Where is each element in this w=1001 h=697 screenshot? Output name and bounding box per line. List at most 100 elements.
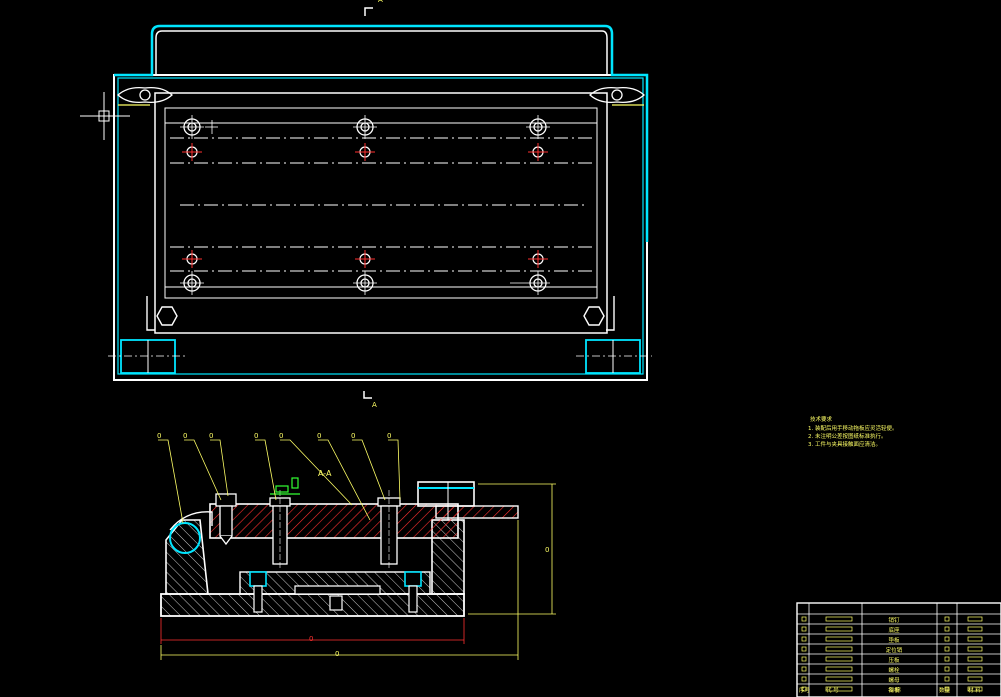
title-block-footer: 序号 代 号 名 称 数量 材 料 xyxy=(799,686,981,694)
title-block-row-material xyxy=(967,676,983,682)
dim-height-value: 0 xyxy=(545,546,549,554)
svg-text:0: 0 xyxy=(351,432,355,440)
title-block-row-material xyxy=(967,636,983,642)
title-block-row-name: 压板 xyxy=(888,656,900,664)
title-block-row-name: 垫板 xyxy=(888,636,900,644)
section-left-body xyxy=(165,519,209,595)
foot-blocks xyxy=(108,339,652,374)
slot-key xyxy=(329,595,343,611)
rail-centerlines xyxy=(170,137,592,272)
section-pin-right xyxy=(377,490,401,570)
title-block-row-index xyxy=(801,656,807,662)
svg-text:0: 0 xyxy=(209,432,213,440)
bolt-hole-centers xyxy=(180,115,550,295)
title-block-row-index xyxy=(801,686,807,692)
title-block-row-name: 钢板 xyxy=(888,686,900,694)
section-base xyxy=(160,593,465,617)
title-block-row-name: 底座 xyxy=(888,626,900,634)
title-block-row-qty xyxy=(944,636,950,642)
section-clamp-arm xyxy=(435,505,519,519)
plan-view: A A xyxy=(80,0,652,409)
leader-lines xyxy=(158,439,401,524)
svg-text:A: A xyxy=(378,0,383,4)
title-block-row-material xyxy=(967,666,983,672)
title-block-row-qty xyxy=(944,666,950,672)
title-block-row-code xyxy=(825,686,853,692)
title-block-row-code xyxy=(825,666,853,672)
svg-text:0: 0 xyxy=(279,432,283,440)
clamp-body-highlight xyxy=(114,24,649,242)
crosshair-cursor-icon xyxy=(80,92,130,140)
section-title: A-A xyxy=(318,469,332,478)
svg-text:代 号: 代 号 xyxy=(826,686,839,694)
technical-notes: 技术要求 1. 装配后用手移动拖板应灵活轻便。 2. 未注明公差按图纸标准执行。… xyxy=(808,415,898,448)
title-block-row-name: 销钉 xyxy=(888,616,900,624)
title-block-row-code xyxy=(825,636,853,642)
work-plate xyxy=(154,92,608,334)
section-mark-bottom: A xyxy=(363,391,377,409)
pin-holes xyxy=(182,143,548,268)
work-plate-inner xyxy=(164,107,598,299)
section-mark-top: A xyxy=(364,0,383,16)
base-plate-cyan xyxy=(117,77,644,375)
title-block-row-material xyxy=(967,686,983,692)
hex-nuts xyxy=(146,296,615,331)
title-block-row-index xyxy=(801,646,807,652)
title-block-row-code xyxy=(825,656,853,662)
title-block-row-material xyxy=(967,616,983,622)
title-block-row-qty xyxy=(944,676,950,682)
section-view: A-A xyxy=(157,432,556,660)
title-block-row-index xyxy=(801,666,807,672)
svg-text:0: 0 xyxy=(157,432,161,440)
svg-text:A: A xyxy=(372,401,377,409)
section-main-plate xyxy=(209,503,459,539)
notes-line: 3. 工件与夹具接触面应清洁。 xyxy=(808,440,881,448)
title-block-row-qty xyxy=(944,616,950,622)
svg-text:数量: 数量 xyxy=(939,686,951,694)
title-block-row-name: 螺母 xyxy=(888,676,900,684)
title-block-row-qty xyxy=(944,646,950,652)
title-block-row-material xyxy=(967,646,983,652)
dim-width-value: 0 xyxy=(309,635,313,643)
svg-text:名 称: 名 称 xyxy=(888,686,901,694)
leader-labels: 0 0 0 0 0 0 0 0 xyxy=(157,432,391,440)
title-block-row-code xyxy=(825,676,853,682)
title-block-row-qty xyxy=(944,656,950,662)
section-cam xyxy=(169,511,213,554)
slider-slot xyxy=(294,585,381,595)
svg-text:0: 0 xyxy=(183,432,187,440)
title-block-row-material xyxy=(967,656,983,662)
section-left-bolt xyxy=(215,493,237,546)
ear-lug-right xyxy=(589,87,645,106)
svg-text:0: 0 xyxy=(317,432,321,440)
title-block-row-qty xyxy=(944,626,950,632)
title-block-row-code xyxy=(825,616,853,622)
title-block-row-index xyxy=(801,626,807,632)
base-plate-outline xyxy=(113,74,648,381)
title-block-row-qty xyxy=(944,686,950,692)
title-block-row-name: 定位销 xyxy=(886,646,903,654)
title-block-row-index xyxy=(801,676,807,682)
section-pin-left xyxy=(269,490,291,570)
title-block-row-material xyxy=(967,626,983,632)
dim-overall-value: 0 xyxy=(335,650,339,658)
title-block-row-code xyxy=(825,646,853,652)
svg-text:0: 0 xyxy=(387,432,391,440)
section-lower-bolts xyxy=(249,571,422,613)
section-top-clamp xyxy=(417,481,475,507)
svg-text:0: 0 xyxy=(254,432,258,440)
ear-lug-left xyxy=(117,87,173,106)
title-block-row-index xyxy=(801,616,807,622)
notes-line: 1. 装配后用手移动拖板应灵活轻便。 xyxy=(808,424,898,432)
title-block-row-index xyxy=(801,636,807,642)
svg-text:序号: 序号 xyxy=(799,686,811,694)
notes-heading: 技术要求 xyxy=(810,415,833,423)
title-block-row-name: 螺栓 xyxy=(888,666,900,674)
title-block-row-code xyxy=(825,626,853,632)
dimension-lines xyxy=(160,483,556,660)
clamp-body-inner xyxy=(155,30,608,75)
svg-text:材 料: 材 料 xyxy=(968,686,981,694)
